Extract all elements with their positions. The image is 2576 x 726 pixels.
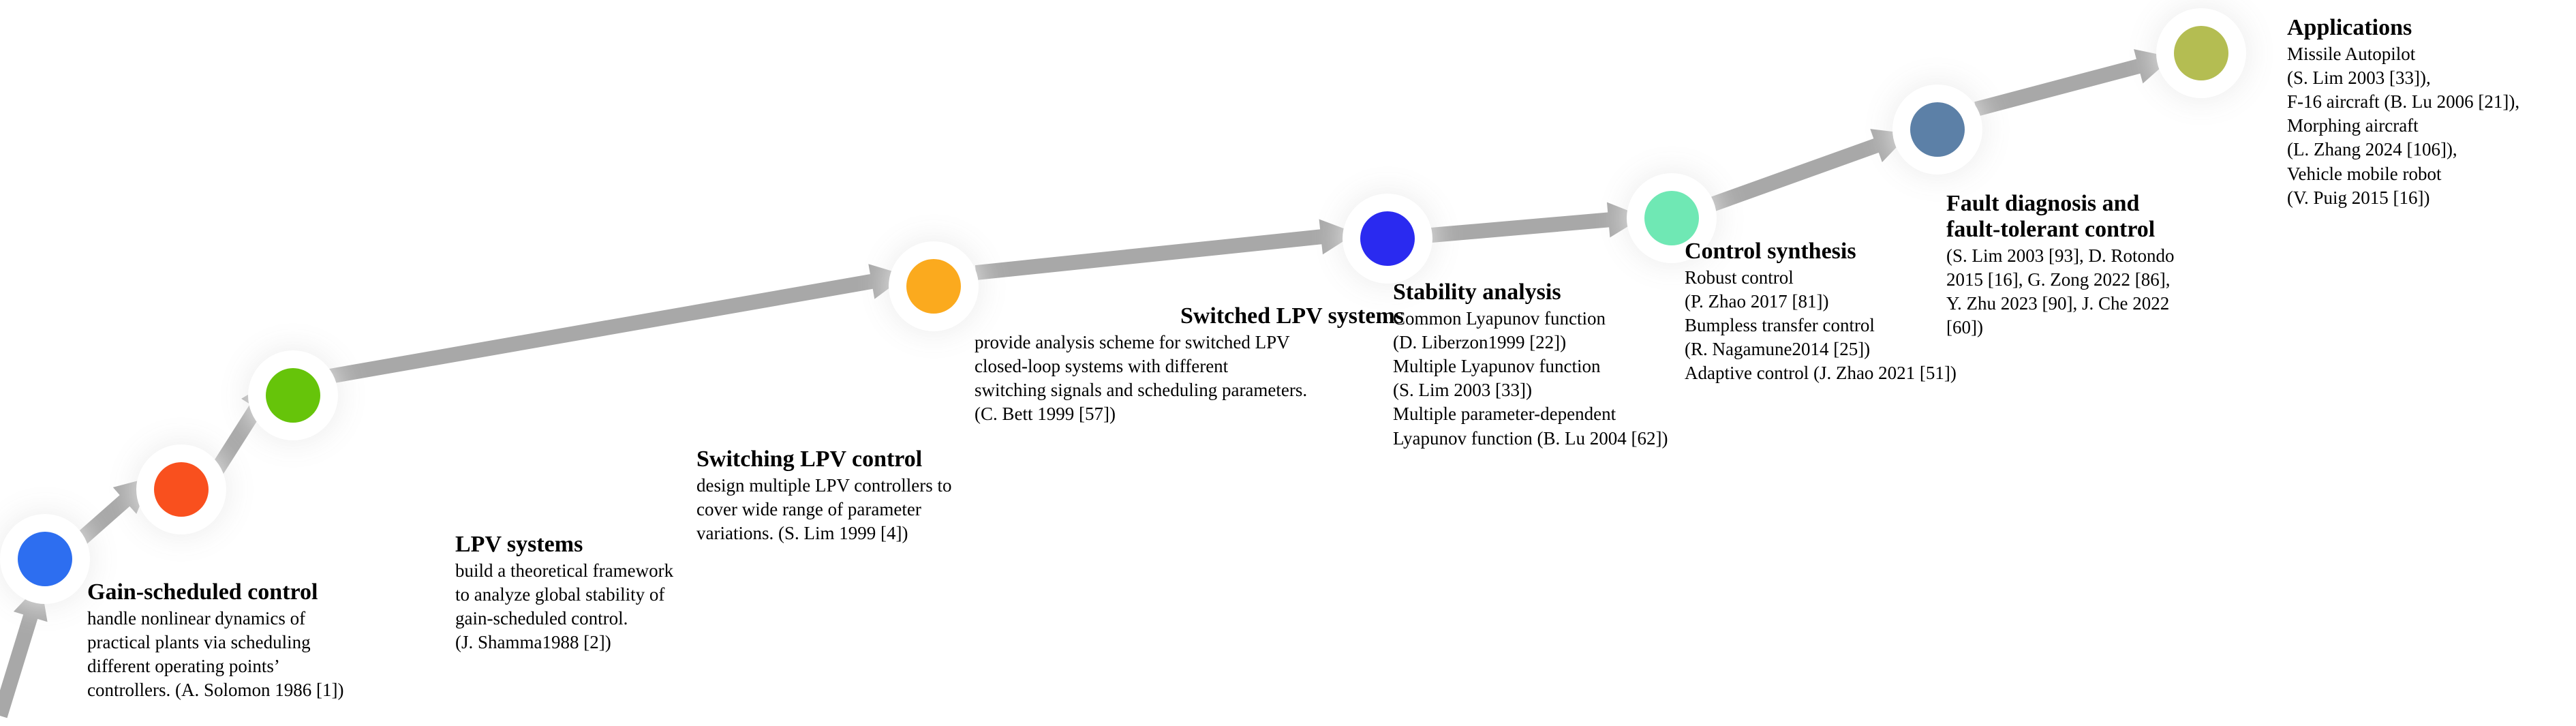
- arrow-fault-to-applications: [1974, 49, 2173, 117]
- arrow-entry-to-gain-scheduled: [0, 583, 48, 719]
- block-body-fault-diagnosis-and-fault-tolerant-control: (S. Lim 2003 [93], D. Rotondo 2015 [16],…: [1946, 245, 2175, 338]
- block-switched-lpv-systems: Switched LPV systems provide analysis sch…: [975, 303, 1404, 426]
- block-body-applications: Missile Autopilot (S. Lim 2003 [33]), F-…: [2287, 44, 2520, 208]
- arrow-switching-to-switched: [328, 264, 907, 384]
- node-applications[interactable]: [2174, 26, 2228, 80]
- arrow-switched-to-stability: [975, 219, 1356, 280]
- block-body-switching-lpv-control: design multiple LPV controllers to cover…: [696, 475, 952, 544]
- block-fault-diagnosis-and-fault-tolerant-control: Fault diagnosis and fault-tolerant contr…: [1946, 191, 2267, 340]
- block-switching-lpv-control: Switching LPV control design multiple LPV…: [696, 447, 1024, 545]
- block-lpv-systems: LPV systems build a theoretical framework…: [455, 532, 755, 654]
- node-lpv-systems[interactable]: [154, 462, 209, 517]
- block-body-gain-scheduled-control: handle nonlinear dynamics of practical p…: [87, 608, 344, 701]
- arrow-gain-to-lpv: [76, 477, 151, 545]
- block-title-switched-lpv-systems: Switched LPV systems: [1180, 303, 1404, 329]
- block-title-gain-scheduled-control: Gain-scheduled control: [87, 579, 318, 605]
- block-title-switching-lpv-control: Switching LPV control: [696, 447, 923, 472]
- node-control-synthesis[interactable]: [1644, 191, 1699, 245]
- block-body-control-synthesis: Robust control (P. Zhao 2017 [81]) Bumpl…: [1685, 267, 1957, 384]
- block-title-lpv-systems: LPV systems: [455, 532, 583, 557]
- block-body-lpv-systems: build a theoretical framework to analyze…: [455, 560, 674, 653]
- node-fault-diagnosis[interactable]: [1910, 102, 1965, 157]
- arrow-stability-to-synthesis: [1430, 202, 1644, 243]
- block-gain-scheduled-control: Gain-scheduled control handle nonlinear d…: [87, 579, 442, 702]
- node-gain-scheduled-control[interactable]: [18, 532, 72, 586]
- block-title-stability-analysis: Stability analysis: [1393, 279, 1561, 305]
- arrow-synthesis-to-fault: [1709, 129, 1910, 212]
- block-title-applications: Applications: [2287, 15, 2412, 40]
- block-body-stability-analysis: Common Lyapunov function (D. Liberzon199…: [1393, 308, 1668, 449]
- node-switching-lpv-control[interactable]: [266, 368, 320, 423]
- block-title-control-synthesis: Control synthesis: [1685, 239, 1856, 264]
- node-stability-analysis[interactable]: [1360, 211, 1415, 266]
- block-title-fault-diagnosis-and-fault-tolerant-control: Fault diagnosis and fault-tolerant contr…: [1946, 191, 2156, 243]
- node-switched-lpv-systems[interactable]: [906, 259, 961, 314]
- block-body-switched-lpv-systems: provide analysis scheme for switched LPV…: [975, 332, 1308, 425]
